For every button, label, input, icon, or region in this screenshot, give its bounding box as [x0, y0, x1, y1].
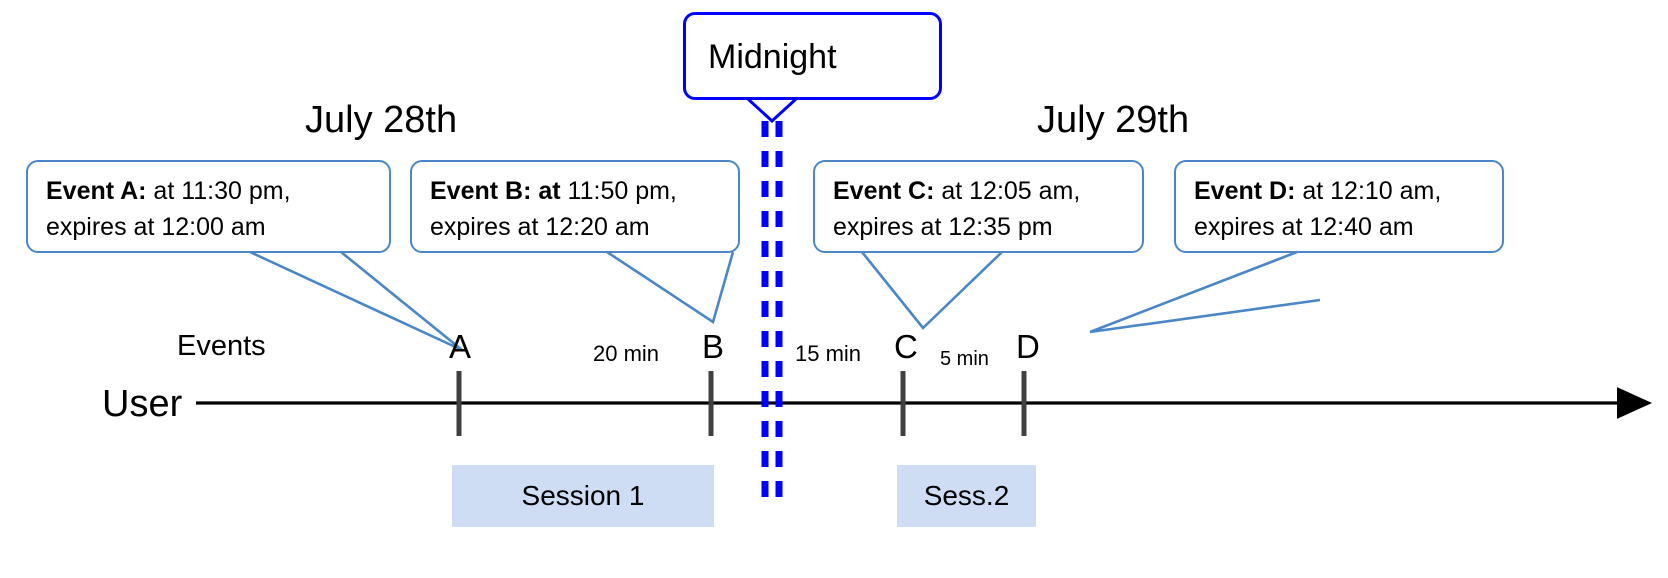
event-b-rest: 11:50 pm,	[560, 177, 677, 205]
tick-label-d: D	[1016, 328, 1040, 365]
session-box-2[interactable]: Sess.2	[897, 465, 1036, 527]
event-b-line-2: expires at 12:20 am	[430, 212, 650, 241]
user-row-label: User	[102, 383, 183, 425]
event-c-rest: at 12:05 am,	[934, 177, 1081, 205]
session-box-1[interactable]: Session 1	[452, 465, 714, 527]
tick-label-c: C	[894, 328, 918, 365]
event-callout-b[interactable]: Event B: at 11:50 pm, expires at 12:20 a…	[410, 160, 740, 253]
event-d-rest: at 12:10 am,	[1295, 177, 1442, 205]
midnight-callout-box[interactable]: Midnight	[683, 12, 942, 100]
event-callout-a[interactable]: Event A: at 11:30 pm, expires at 12:00 a…	[26, 160, 391, 253]
event-d-callout-tail	[1089, 250, 1321, 334]
event-b-callout-tail	[606, 250, 735, 325]
event-c-callout-tail	[860, 251, 1003, 330]
event-c-line-1: Event C: at 12:05 am,	[833, 174, 1128, 210]
session-2-label: Sess.2	[923, 480, 1010, 511]
interval-label-b-to-c: 15 min	[795, 341, 862, 366]
event-a-rest: at 11:30 pm,	[146, 177, 291, 205]
event-d-line-2: expires at 12:40 am	[1194, 212, 1414, 241]
event-a-callout-tail	[249, 250, 463, 352]
event-d-line-1: Event D: at 12:10 am,	[1194, 174, 1488, 210]
events-row-label: Events	[177, 330, 266, 362]
event-a-line-1: Event A: at 11:30 pm,	[46, 174, 375, 210]
session-1-label: Session 1	[521, 480, 645, 511]
event-a-line-2: expires at 12:00 am	[46, 212, 266, 241]
event-d-bold: Event D:	[1194, 177, 1296, 205]
tick-label-b: B	[702, 328, 725, 365]
midnight-label: Midnight	[708, 38, 837, 76]
day-header-july-28: July 28th	[305, 99, 458, 141]
interval-label-c-to-d: 5 min	[940, 348, 989, 370]
midnight-callout-tail	[746, 97, 798, 124]
event-b-line-1: Event B: at 11:50 pm,	[430, 174, 724, 210]
event-b-bold: Event B: at	[430, 177, 561, 205]
tick-label-a: A	[449, 328, 472, 365]
event-callout-d[interactable]: Event D: at 12:10 am, expires at 12:40 a…	[1174, 160, 1504, 253]
event-c-line-2: expires at 12:35 pm	[833, 212, 1053, 241]
day-header-july-29: July 29th	[1037, 99, 1190, 141]
event-callout-c[interactable]: Event C: at 12:05 am, expires at 12:35 p…	[813, 160, 1144, 253]
event-a-bold: Event A:	[46, 177, 147, 205]
event-c-bold: Event C:	[833, 177, 935, 205]
interval-label-a-to-b: 20 min	[593, 341, 660, 366]
